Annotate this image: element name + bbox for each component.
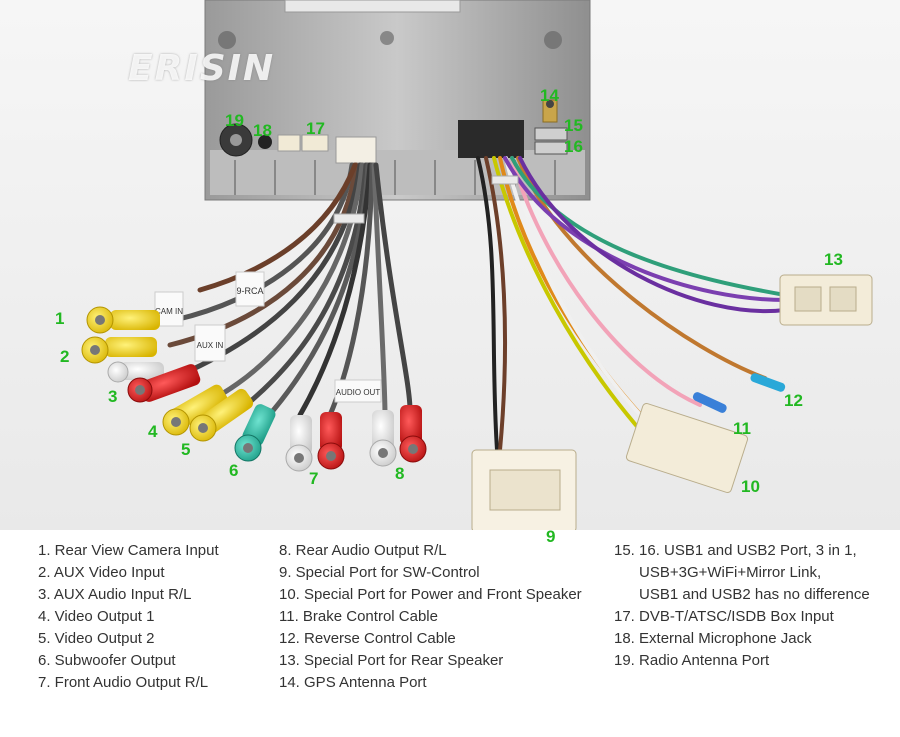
head-unit-chassis xyxy=(204,0,591,201)
cable-tag-aux-in: AUX IN xyxy=(194,324,226,362)
legend-item: 5. Video Output 2 xyxy=(38,630,155,647)
power-harness-socket xyxy=(458,120,524,158)
callout-18: 18 xyxy=(253,121,272,140)
svg-text:AUX IN: AUX IN xyxy=(197,341,224,350)
brake-cable-end xyxy=(692,392,727,413)
rca-plug-4-yellow xyxy=(162,384,228,436)
svg-text:9-RCA: 9-RCA xyxy=(236,286,263,296)
brand-watermark: ERISIN xyxy=(128,48,276,89)
svg-text:AUDIO OUT: AUDIO OUT xyxy=(336,388,381,397)
rca-plug-8-white xyxy=(369,410,397,467)
rear-speaker-connector xyxy=(779,274,873,326)
callout-2: 2 xyxy=(60,347,70,366)
reverse-cable-end xyxy=(750,373,786,392)
legend-item: 6. Subwoofer Output xyxy=(38,652,176,669)
rca-plug-1-yellow xyxy=(86,306,160,334)
callout-13: 13 xyxy=(824,250,843,269)
rca-plug-8-red xyxy=(399,405,427,463)
power-wire-bundle xyxy=(476,156,787,452)
legend-column-3: 15. 16. USB1 and USB2 Port, 3 in 1, USB+… xyxy=(614,540,870,672)
legend-item: 14. GPS Antenna Port xyxy=(279,674,427,691)
rca-plug-3-white xyxy=(107,361,164,383)
legend-column-2: 8. Rear Audio Output R/L 9. Special Port… xyxy=(279,540,582,694)
rca-plug-7-red xyxy=(317,412,345,470)
callout-9: 9 xyxy=(546,527,556,546)
legend-item: 9. Special Port for SW-Control xyxy=(279,564,480,581)
callout-4: 4 xyxy=(148,422,158,441)
cable-tag-9rca: 9-RCA xyxy=(235,271,265,307)
gps-antenna-port xyxy=(542,99,558,123)
callout-6: 6 xyxy=(229,461,239,480)
power-front-speaker-connector xyxy=(625,403,749,493)
radio-antenna-port xyxy=(219,123,253,157)
callout-10: 10 xyxy=(741,477,760,496)
legend-item: 2. AUX Video Input xyxy=(38,564,165,581)
sw-control-connector xyxy=(471,449,577,530)
legend-item: 19. Radio Antenna Port xyxy=(614,652,770,669)
legend-item-continuation: USB1 and USB2 has no difference xyxy=(639,586,870,603)
usb-ports xyxy=(534,127,568,155)
dvb-box-port xyxy=(277,134,329,152)
legend-item: 1. Rear View Camera Input xyxy=(38,542,219,559)
callout-16: 16 xyxy=(564,137,583,156)
callout-14: 14 xyxy=(540,86,559,105)
legend-item: 11. Brake Control Cable xyxy=(279,608,438,625)
cable-tag-audio-out: AUDIO OUT xyxy=(334,379,382,403)
legend-item: 8. Rear Audio Output R/L xyxy=(279,542,447,559)
callout-11: 11 xyxy=(733,419,751,438)
legend-item: 17. DVB-T/ATSC/ISDB Box Input xyxy=(614,608,834,625)
rca-plug-6-teal xyxy=(234,404,276,462)
callout-17: 17 xyxy=(306,119,325,138)
callout-5: 5 xyxy=(181,440,191,459)
callout-3: 3 xyxy=(108,387,118,406)
callout-19: 19 xyxy=(225,111,244,130)
legend-item: 4. Video Output 1 xyxy=(38,608,155,625)
callout-15: 15 xyxy=(564,116,583,135)
cable-tie xyxy=(333,213,365,224)
legend-item-continuation: USB+3G+WiFi+Mirror Link, xyxy=(639,564,822,581)
svg-text:CAM IN: CAM IN xyxy=(155,307,183,316)
microphone-jack xyxy=(258,135,272,149)
callout-12: 12 xyxy=(784,391,803,410)
rca-plug-5-yellow xyxy=(189,388,254,442)
legend-item: 12. Reverse Control Cable xyxy=(279,630,456,647)
legend-item: 13. Special Port for Rear Speaker xyxy=(279,652,504,669)
cable-tie xyxy=(491,175,519,185)
legend-item: 3. AUX Audio Input R/L xyxy=(38,586,192,603)
wiring-harness-illustration: 9-RCA CAM IN AUX IN AUDIO OUT xyxy=(0,0,900,530)
callout-7: 7 xyxy=(309,469,319,488)
legend-item: 15. 16. USB1 and USB2 Port, 3 in 1, xyxy=(614,542,857,559)
callout-8: 8 xyxy=(395,464,405,483)
rca-plug-2-yellow xyxy=(81,336,157,364)
legend-item: 7. Front Audio Output R/L xyxy=(38,674,209,691)
legend-item: 18. External Microphone Jack xyxy=(614,630,812,647)
rca-plug-3-red xyxy=(127,364,201,403)
rca-plug-7-white xyxy=(285,415,313,472)
legend-item: 10. Special Port for Power and Front Spe… xyxy=(279,586,582,603)
main-connector xyxy=(335,136,377,164)
callout-1: 1 xyxy=(55,309,65,328)
legend-column-1: 1. Rear View Camera Input 2. AUX Video I… xyxy=(38,540,219,694)
